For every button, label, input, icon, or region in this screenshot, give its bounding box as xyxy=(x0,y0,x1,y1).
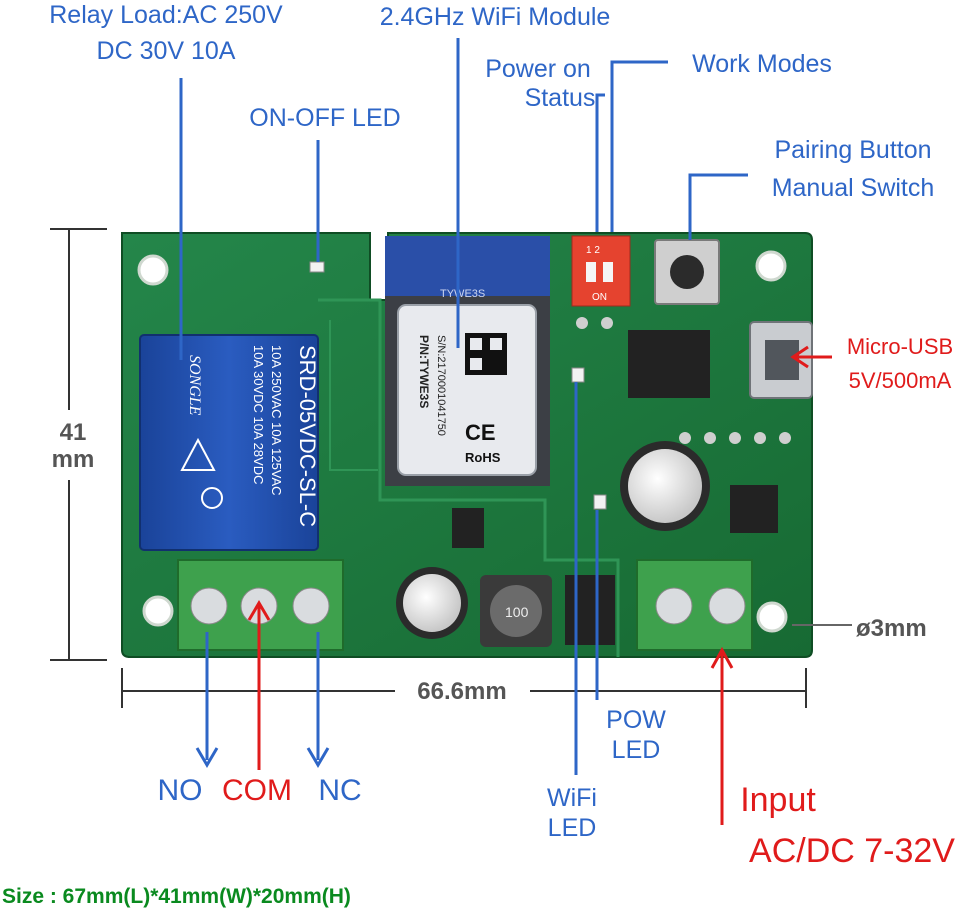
pairing-button xyxy=(654,239,720,305)
module-sn-text: S/N:2170001041750 xyxy=(435,335,447,436)
manual-switch-label: Manual Switch xyxy=(772,174,935,202)
pow-led-label: POW xyxy=(606,706,666,734)
header-pins xyxy=(576,317,791,444)
size-caption: Size : 67mm(L)*41mm(W)*20mm(H) xyxy=(2,885,351,908)
micro-usb-spec-label: 5V/500mA xyxy=(849,368,952,393)
nc-label: NC xyxy=(318,774,361,807)
capacitor-small xyxy=(396,567,468,639)
inductor: 100 xyxy=(480,575,552,647)
module-model-text: TYWE3S xyxy=(440,288,485,300)
warning-icon xyxy=(180,437,216,471)
onoff-led xyxy=(309,261,325,273)
rohs-mark: RoHS xyxy=(465,450,501,465)
capacitor-large xyxy=(620,441,710,531)
power-on-label: Power on xyxy=(485,55,591,83)
cert-icon xyxy=(201,487,223,509)
input-label: Input xyxy=(740,781,816,819)
mount-hole xyxy=(755,250,787,282)
wifi-led-label-2: LED xyxy=(548,814,597,842)
regulator xyxy=(452,508,484,548)
micro-usb-port xyxy=(749,321,813,399)
height-unit-label: mm xyxy=(52,446,95,473)
relay-spec-text: 10A 250VAC 10A 125VAC xyxy=(269,345,284,496)
relay-brand-text: SONGLE xyxy=(186,355,203,416)
relay-spec-text: 10A 30VDC 10A 28VDC xyxy=(251,345,266,484)
pointer-lines-red xyxy=(247,345,832,825)
inductor-label: 100 xyxy=(505,604,529,620)
relay-model-text: SRD-05VDC-SL-C xyxy=(295,345,320,527)
dip-on-label: ON xyxy=(592,292,607,303)
pointer-lines xyxy=(179,38,748,775)
power-on-label-2: Status xyxy=(525,84,596,112)
mount-hole xyxy=(756,601,788,633)
relay-load-label-2: DC 30V 10A xyxy=(97,37,236,65)
on-off-led-label: ON-OFF LED xyxy=(249,104,400,132)
dimension-height xyxy=(50,228,107,661)
width-dimension-label: 66.6mm xyxy=(417,678,506,705)
pow-led-label-2: LED xyxy=(612,736,661,764)
work-modes-label: Work Modes xyxy=(692,50,832,78)
no-label: NO xyxy=(158,774,203,807)
input-voltage-label: AC/DC 7-32V xyxy=(749,832,955,870)
wifi-module-label: 2.4GHz WiFi Module xyxy=(380,3,611,31)
dip-label: 1 2 xyxy=(586,245,600,256)
terminal-block-input xyxy=(636,559,753,651)
ic-chip xyxy=(628,330,710,398)
pairing-button-label: Pairing Button xyxy=(774,136,931,164)
wifi-module: TYWE3S P/N:TYWE3S S/N:2170001041750 CE R… xyxy=(385,236,550,486)
transistor xyxy=(730,485,778,533)
hole-dimension-label: ø3mm xyxy=(856,615,927,642)
pin-header xyxy=(565,575,615,645)
relay-load-label: Relay Load:AC 250V xyxy=(49,1,283,29)
pow-led xyxy=(593,494,607,510)
module-pn-text: P/N:TYWE3S xyxy=(417,335,431,408)
wifi-led xyxy=(571,367,585,383)
height-dimension-label: 41 xyxy=(60,419,87,446)
wifi-led-label: WiFi xyxy=(547,784,597,812)
mount-hole xyxy=(142,595,174,627)
micro-usb-label: Micro-USB xyxy=(847,334,953,359)
ce-mark: CE xyxy=(465,420,496,445)
relay: SRD-05VDC-SL-C 10A 250VAC 10A 125VAC 10A… xyxy=(139,334,320,551)
mount-hole xyxy=(137,254,169,286)
com-label: COM xyxy=(222,774,292,807)
dip-switch: 1 2 ON xyxy=(571,235,631,307)
